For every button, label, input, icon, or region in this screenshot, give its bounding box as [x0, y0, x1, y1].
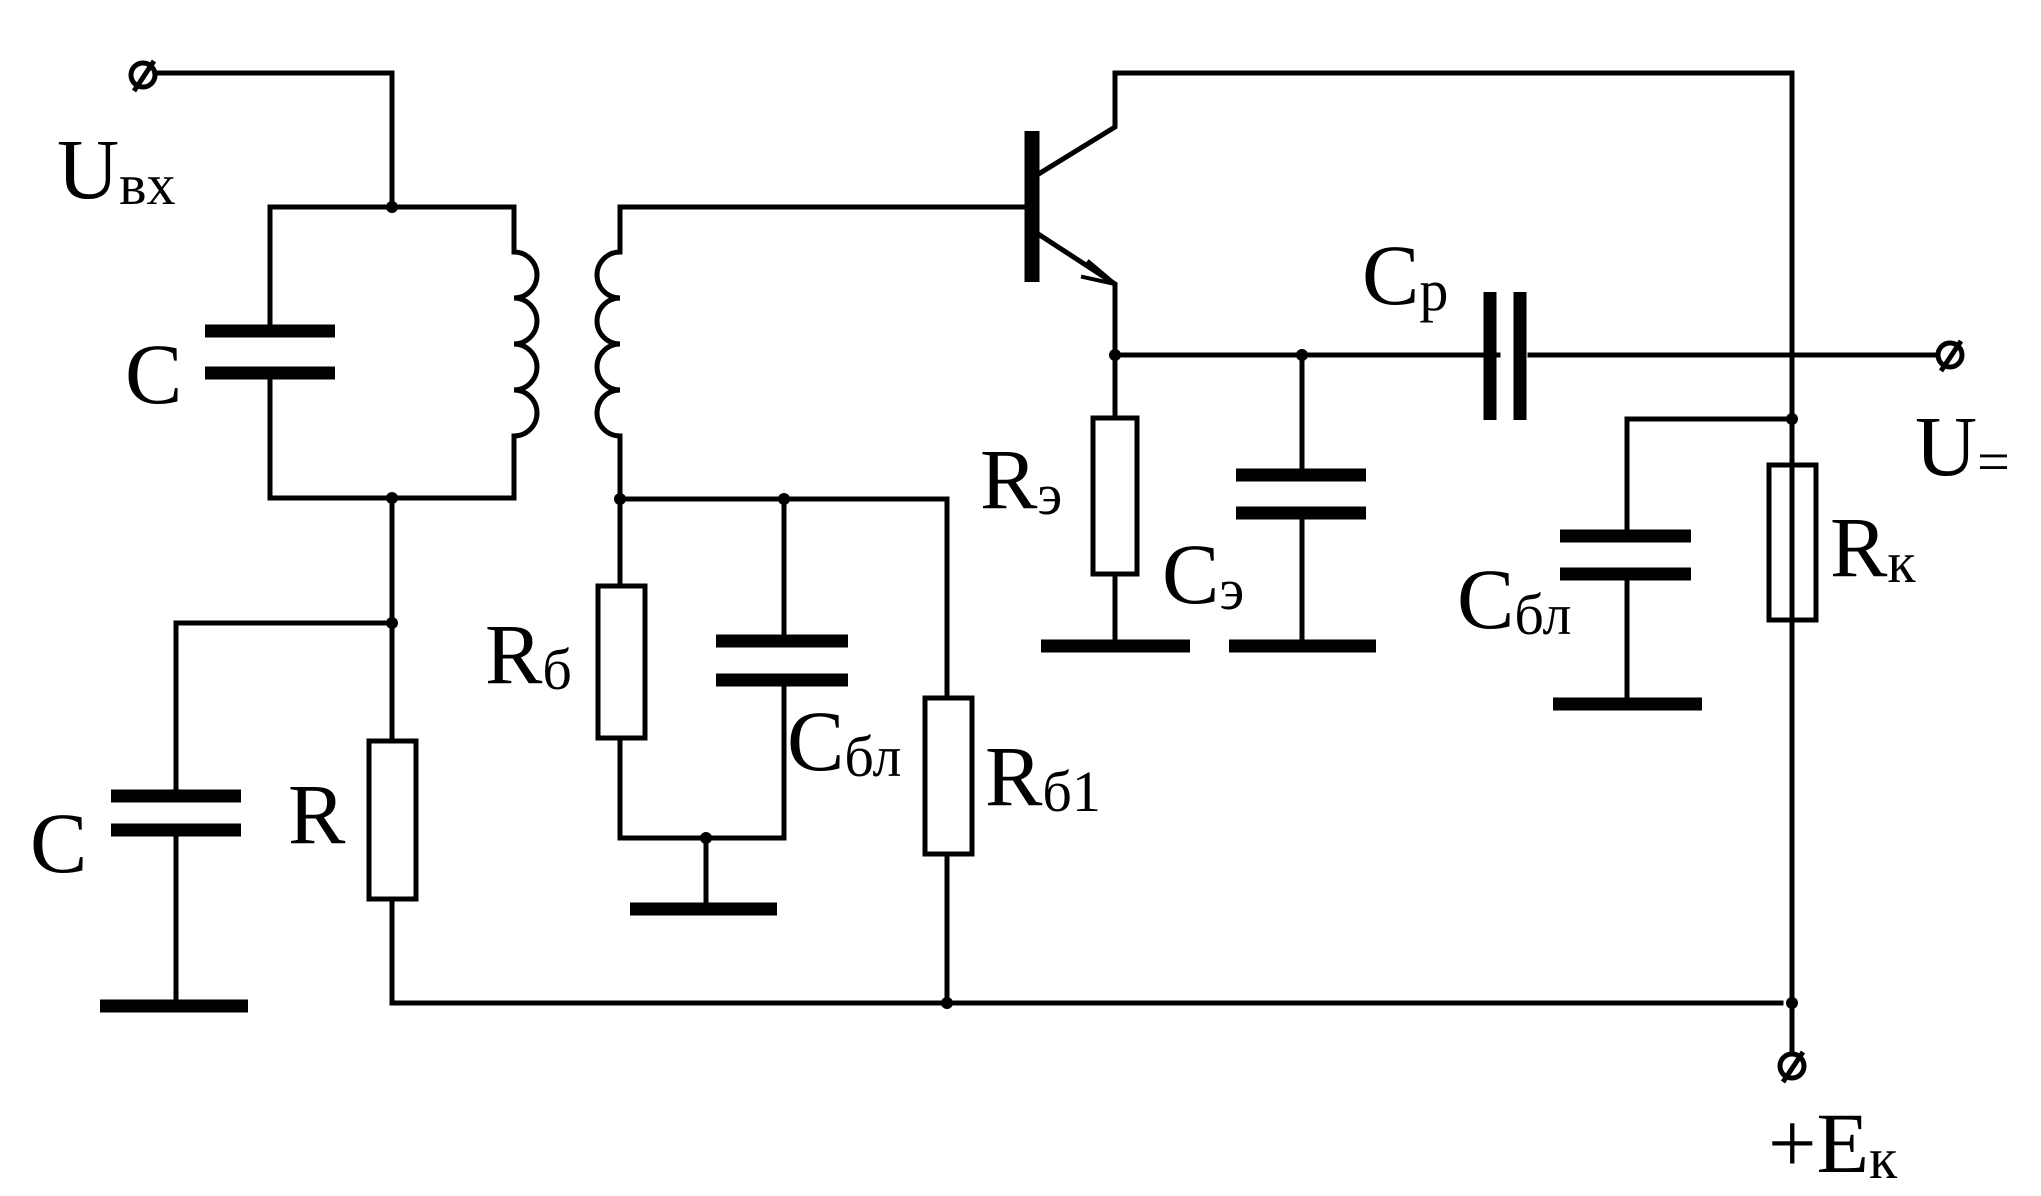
label-c-emitter: Cэ	[1162, 526, 1244, 622]
label-r-low: R	[288, 766, 346, 862]
resistor-r-body	[366, 738, 419, 902]
label-r-base: Rб	[485, 606, 572, 702]
label-r-base-1: Rб1	[985, 728, 1101, 824]
secondary-coil	[594, 204, 1028, 502]
primary-coil	[511, 249, 540, 439]
tank-capacitor	[205, 324, 335, 380]
filter-network-left	[100, 495, 1784, 1013]
label-c-tank: C	[125, 326, 182, 422]
resistor-rb1-body	[922, 695, 975, 857]
label-r-emitter: Rэ	[980, 431, 1062, 527]
collector-network	[1553, 416, 1819, 1055]
label-c-low: C	[30, 795, 87, 891]
label-r-collector: Rк	[1830, 499, 1916, 595]
label-u-in: Uвх	[57, 121, 176, 217]
resistor-re-body	[1090, 415, 1140, 577]
resistor-rb-body	[595, 583, 648, 741]
label-e-supply: +Eк	[1768, 1095, 1898, 1191]
label-c-block-1: Cбл	[787, 693, 901, 789]
output-terminal	[1935, 339, 1965, 373]
input-wire	[154, 70, 395, 210]
transistor	[1024, 70, 1795, 1006]
base-bias-network	[595, 496, 975, 1006]
supply-terminal	[1777, 1050, 1807, 1084]
input-terminal	[128, 59, 158, 93]
terminals	[128, 59, 1965, 1084]
lc-tank-circuit	[205, 204, 540, 501]
label-c-coupling: Cр	[1362, 227, 1448, 323]
junction-dots	[386, 201, 1798, 1009]
resistor-rk-body	[1766, 462, 1819, 623]
label-u-out: U=	[1915, 398, 2010, 494]
label-c-block-2: Cбл	[1457, 551, 1571, 647]
